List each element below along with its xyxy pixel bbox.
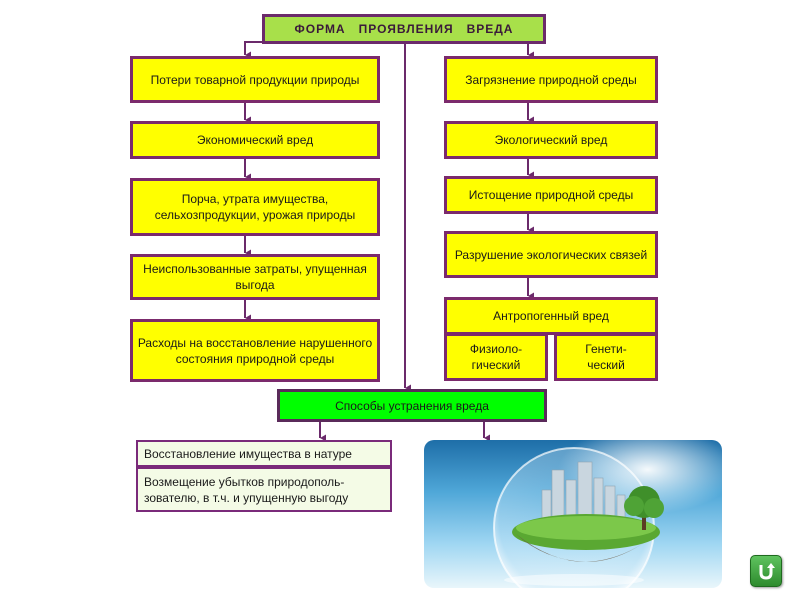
sub-box-physiological: Физиоло-гический — [444, 333, 548, 381]
right-box-anthropogenic-harm: Антропогенный вред — [444, 297, 658, 335]
left-box-product-loss: Потери товарной продукции природы — [130, 56, 380, 103]
sub-box-label: Физиоло-гический — [469, 342, 523, 372]
right-box-label: Антропогенный вред — [493, 309, 609, 323]
header-text: ФОРМА ПРОЯВЛЕНИЯ ВРЕДА — [294, 22, 514, 36]
outcome-box-compensation: Возмещение убытков природополь-зователю,… — [136, 467, 392, 512]
left-box-label: Порча, утрата имущества, сельхозпродукци… — [154, 192, 356, 222]
right-box-label: Разрушение экологических связей — [454, 247, 648, 262]
globe-illustration — [424, 440, 722, 588]
outcome-label: Возмещение убытков природополь-зователю,… — [144, 474, 349, 505]
left-box-label: Расходы на восстановление нарушенного со… — [137, 335, 373, 366]
return-arrow-icon — [759, 563, 775, 580]
left-box-label: Потери товарной продукции природы — [150, 72, 360, 87]
methods-box: Способы устранения вреда — [277, 389, 547, 422]
sub-box-label: Генети-ческий — [585, 342, 627, 372]
header-box: ФОРМА ПРОЯВЛЕНИЯ ВРЕДА — [262, 14, 546, 44]
right-box-label: Истощение природной среды — [468, 188, 634, 202]
left-box-property-damage: Порча, утрата имущества, сельхозпродукци… — [130, 178, 380, 236]
right-box-depletion: Истощение природной среды — [444, 176, 658, 214]
right-box-label: Загрязнение природной среды — [465, 72, 637, 87]
left-box-economic-harm: Экономический вред — [130, 121, 380, 159]
left-box-lost-profit: Неиспользованные затраты, упущенная выго… — [130, 254, 380, 300]
left-box-restoration-costs: Расходы на восстановление нарушенного со… — [130, 319, 380, 382]
left-box-label: Экономический вред — [196, 133, 314, 147]
right-box-pollution: Загрязнение природной среды — [444, 56, 658, 103]
outcome-box-restoration: Восстановление имущества в натуре — [136, 440, 392, 467]
sub-box-genetic: Генети-ческий — [554, 333, 658, 381]
eco-globe-city-image — [424, 440, 722, 588]
outcome-label: Восстановление имущества в натуре — [144, 446, 352, 461]
right-box-ecological-harm: Экологический вред — [444, 121, 658, 159]
left-box-label: Неиспользованные затраты, упущенная выго… — [143, 262, 367, 292]
methods-label: Способы устранения вреда — [335, 398, 489, 413]
right-box-eco-links-destruction: Разрушение экологических связей — [444, 231, 658, 278]
right-box-label: Экологический вред — [494, 133, 608, 147]
return-button[interactable] — [750, 555, 782, 587]
